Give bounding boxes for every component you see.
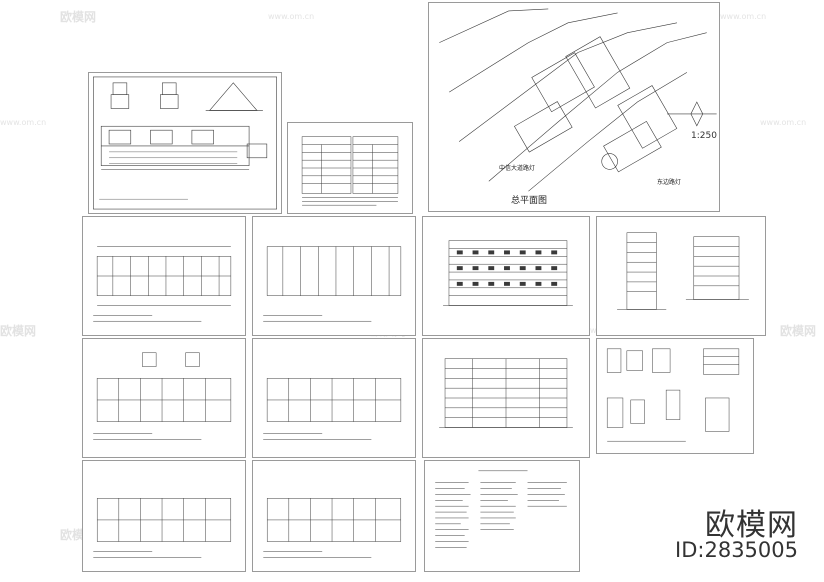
- watermark-logo: 欧模网: [0, 324, 37, 338]
- sheet-floor-plan-2: [252, 216, 416, 336]
- sheet-details: [88, 72, 282, 214]
- sheet-site-plan: 总平面图 1:250 中信大道路灯 东边路灯: [428, 2, 720, 212]
- sheet-elevation-2: [422, 338, 590, 458]
- details-drawing: [93, 76, 277, 210]
- floor-plan-drawing: [263, 378, 402, 440]
- elevation-drawing: [439, 358, 573, 428]
- elevation-drawing: [443, 240, 573, 306]
- site-plan-scale: 1:250: [691, 131, 717, 141]
- sheet-table: [287, 122, 413, 214]
- sheet-details-2: [596, 338, 754, 454]
- sheet-floor-plan-5: [82, 460, 246, 572]
- sheet-notes: [424, 460, 580, 572]
- site-plan-drawing: [439, 8, 717, 192]
- watermark-url: www.om.cn: [760, 118, 807, 127]
- section-drawing: [617, 232, 749, 310]
- watermark-url: www.om.cn: [720, 12, 767, 21]
- table-drawing: [301, 136, 399, 206]
- sheet-floor-plan-6: [252, 460, 416, 572]
- sheet-floor-plan-4: [252, 338, 416, 458]
- watermark-url: www.om.cn: [268, 12, 315, 21]
- floor-plan-drawing: [93, 498, 232, 558]
- watermark-logo: 欧模网: [780, 324, 817, 338]
- notes-drawing: [435, 470, 567, 548]
- site-plan-road-label-right: 东边路灯: [657, 179, 682, 186]
- sheet-elevation-1: [422, 216, 590, 336]
- site-plan-title: 总平面图: [511, 196, 548, 206]
- floor-plan-drawing: [263, 246, 402, 322]
- watermark-logo: 欧模网: [60, 10, 97, 24]
- sheet-floor-plan-3: [82, 338, 246, 458]
- floor-plan-drawing: [93, 246, 232, 322]
- sheet-floor-plan-1: [82, 216, 246, 336]
- floor-plan-drawing: [93, 352, 232, 440]
- brand-id: ID:2835005: [675, 538, 798, 562]
- site-plan-road-label-left: 中信大道路灯: [499, 165, 536, 172]
- details-drawing: [606, 348, 740, 442]
- watermark-url: www.om.cn: [0, 118, 47, 127]
- sheet-section: [596, 216, 766, 336]
- brand-name: 欧模网: [705, 508, 798, 543]
- floor-plan-drawing: [263, 498, 402, 558]
